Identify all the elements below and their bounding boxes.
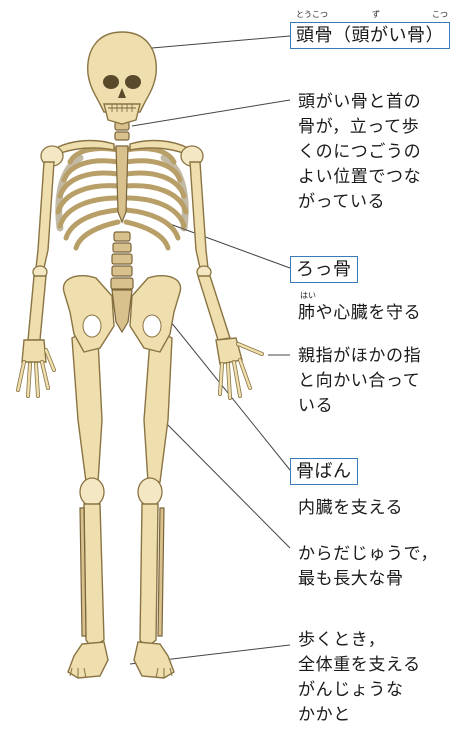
hand-desc-line-2: と向かい合って	[298, 369, 421, 394]
right-fibula	[158, 508, 164, 636]
right-humerus	[190, 162, 208, 268]
femur-description: からだじゅうで， 最も長大な骨	[298, 542, 438, 592]
skull-desc-line-4: よい位置でつな	[298, 165, 421, 190]
skull	[88, 32, 156, 124]
skull-desc-line-3: くのにつごうの	[298, 140, 421, 165]
right-eye-socket	[125, 75, 141, 89]
heel-desc-line-2: 全体重を支える	[298, 653, 421, 678]
cranium	[88, 32, 156, 112]
right-forearm	[198, 276, 230, 340]
leader-femur	[163, 420, 290, 548]
hand-desc-line-1: 親指がほかの指	[298, 344, 421, 369]
heel-desc-line-1: 歩くとき，	[298, 628, 421, 653]
pelvis-title-box: 骨ばん	[290, 458, 358, 485]
leader-neck	[132, 100, 290, 126]
leader-skull	[152, 36, 290, 48]
heel-desc-line-4: かかと	[298, 703, 421, 728]
left-tibia	[84, 504, 104, 648]
furigana-zu: ず	[372, 11, 380, 19]
right-hip-bone	[130, 276, 181, 352]
right-hip-opening	[143, 315, 161, 337]
furigana-hai: はい	[300, 292, 316, 300]
right-femur	[144, 332, 172, 482]
femur-desc-line-2: 最も長大な骨	[298, 567, 438, 592]
left-humerus	[36, 162, 54, 268]
pelvis-desc-line-1: 内臓を支える	[298, 496, 403, 521]
ribs-desc-line-1: 肺や心臓を守る	[298, 301, 421, 326]
left-hip-bone	[63, 276, 114, 352]
sternum	[116, 146, 128, 222]
hand-desc-line-3: いる	[298, 394, 421, 419]
ribs-description: 肺や心臓を守る	[298, 301, 421, 326]
left-foot	[68, 642, 108, 678]
left-femur	[72, 332, 102, 482]
pelvis-description: 内臓を支える	[298, 496, 403, 521]
ribs-title-box: ろっ骨	[290, 256, 358, 283]
skull-description: 頭がい骨と首の 骨が，立って歩 くのにつごうの よい位置でつな がっている	[298, 90, 421, 215]
leader-ribs	[170, 224, 290, 268]
furigana-kotsu: こつ	[432, 11, 448, 19]
left-palm	[22, 340, 46, 362]
left-forearm	[28, 276, 46, 340]
femur-desc-line-1: からだじゅうで，	[298, 542, 438, 567]
hand-description: 親指がほかの指 と向かい合って いる	[298, 344, 421, 419]
right-tibia	[140, 504, 158, 648]
left-kneecap	[80, 478, 104, 506]
right-kneecap	[138, 478, 162, 506]
left-ribs	[58, 149, 118, 249]
right-ribs	[126, 149, 186, 249]
heel-desc-line-3: がんじょうな	[298, 678, 421, 703]
sacrum	[112, 290, 132, 332]
furigana-tokotsu: とうこつ	[296, 11, 328, 19]
skull-desc-line-2: 骨が，立って歩	[298, 115, 421, 140]
legs	[68, 332, 174, 678]
left-eye-socket	[103, 75, 119, 89]
right-foot	[134, 642, 174, 678]
heel-description: 歩くとき， 全体重を支える がんじょうな かかと	[298, 628, 421, 728]
skull-title-box: 頭骨（頭がい骨）	[290, 22, 450, 49]
skull-desc-line-1: 頭がい骨と首の	[298, 90, 421, 115]
skull-desc-line-5: がっている	[298, 190, 421, 215]
left-hip-opening	[83, 315, 101, 337]
